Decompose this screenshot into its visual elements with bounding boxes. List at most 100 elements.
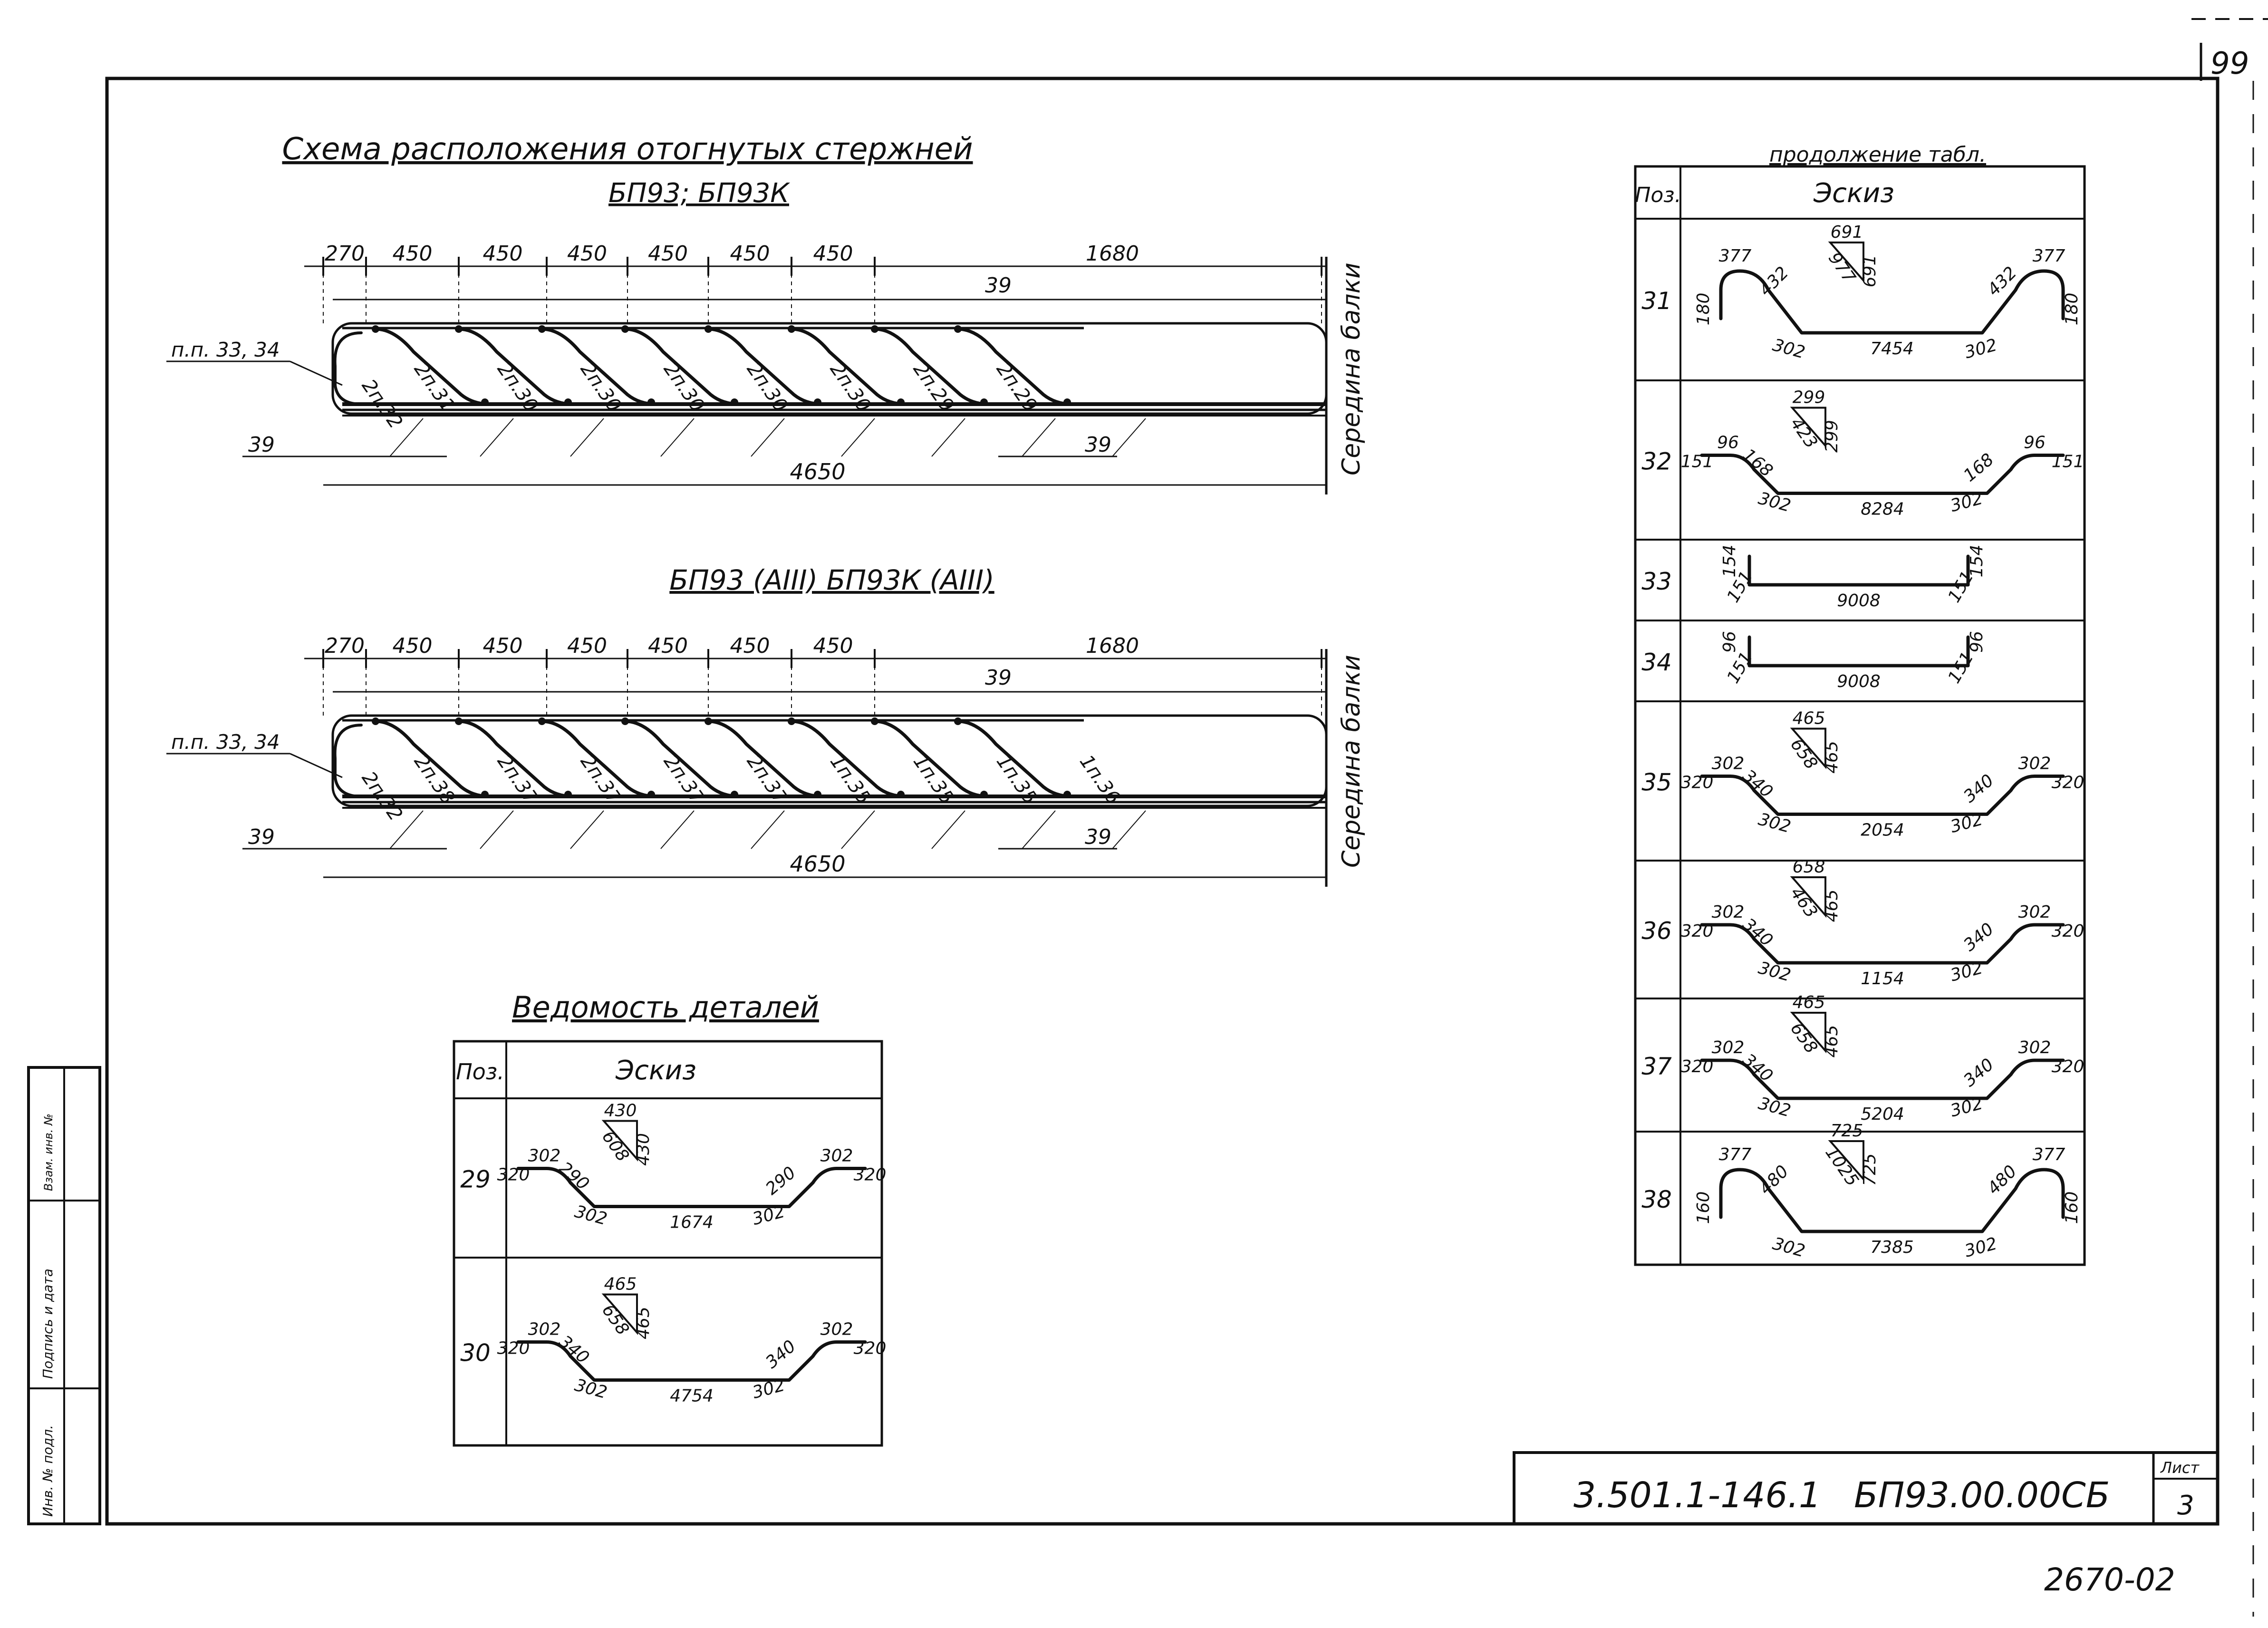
hatch-line bbox=[389, 418, 424, 457]
sketch-dimension: 465 bbox=[604, 1275, 637, 1294]
bar-dot bbox=[621, 325, 629, 333]
col-pos-header: Поз. bbox=[456, 1059, 504, 1085]
sketch-dimension: 463 bbox=[1786, 884, 1821, 922]
bend-triangle bbox=[1790, 876, 1826, 918]
bent-bar bbox=[873, 327, 991, 406]
sketch-dimension: 9008 bbox=[1837, 672, 1881, 691]
bent-bar bbox=[623, 719, 741, 798]
bar-dot bbox=[814, 791, 821, 798]
sketch-dimension: 465 bbox=[1822, 890, 1842, 922]
bar-dot bbox=[372, 325, 379, 333]
sketch-dimension: 608 bbox=[598, 1127, 633, 1165]
bar-dot bbox=[731, 398, 738, 406]
details-title: Ведомость деталей bbox=[512, 990, 819, 1025]
table-border bbox=[453, 1040, 883, 1447]
bar-dot bbox=[788, 717, 795, 725]
row-pos: 33 bbox=[1641, 568, 1672, 595]
sketch-dimension: 432 bbox=[1984, 263, 2021, 300]
side-stamp-inv: Инв. № подл. bbox=[40, 1425, 56, 1517]
bar-dot bbox=[455, 717, 463, 725]
sketch-dimension: 302 bbox=[820, 1146, 853, 1166]
hatch-line bbox=[660, 418, 695, 457]
bar-dot bbox=[954, 325, 962, 333]
rebar-sketch bbox=[1747, 635, 1970, 668]
sketch-dimension: 1025 bbox=[1821, 1143, 1862, 1190]
sketch-dimension: 340 bbox=[1739, 914, 1776, 950]
sketch-dimension: 377 bbox=[2033, 246, 2065, 266]
rebar-sketch bbox=[1700, 923, 2065, 965]
cover-bottom-right-label: 39 bbox=[1085, 825, 1111, 849]
sketch-dimension: 168 bbox=[1739, 445, 1776, 481]
spacing-label: 450 bbox=[567, 242, 607, 266]
beam1-title: БП93; БП93К bbox=[608, 178, 790, 209]
side-stamp-replace: Взам. инв. № bbox=[42, 1114, 55, 1191]
sketch-dimension: 465 bbox=[1822, 741, 1842, 774]
bar-dot bbox=[731, 791, 738, 798]
sketch-dimension: 725 bbox=[1860, 1153, 1880, 1186]
sketch-dimension: 320 bbox=[1681, 921, 1714, 941]
spacing-label: 450 bbox=[567, 634, 607, 658]
cover-top-label: 39 bbox=[985, 273, 1012, 298]
sketch-dimension: 340 bbox=[762, 1337, 800, 1373]
sketch-dimension: 480 bbox=[1984, 1162, 2021, 1199]
sketch-dimension: 151 bbox=[1944, 649, 1978, 687]
hatch-line bbox=[751, 418, 785, 457]
spacing-label: 450 bbox=[483, 634, 523, 658]
bar-dot bbox=[564, 398, 572, 406]
sketch-dimension: 320 bbox=[2052, 773, 2085, 793]
sketch-dimension: 465 bbox=[1793, 709, 1825, 728]
col-pos-header: Поз. bbox=[1635, 183, 1681, 207]
hatch-line bbox=[570, 418, 604, 457]
doc-code: 3.501.1-146.1 bbox=[1573, 1475, 1821, 1516]
sketch-dimension: 658 bbox=[1786, 1019, 1821, 1057]
beam-mid-label: Середина балки bbox=[1337, 655, 1366, 868]
sketch-dimension: 430 bbox=[604, 1101, 637, 1121]
bent-bar bbox=[623, 327, 741, 406]
bar-dot bbox=[1063, 398, 1071, 406]
sketch-dimension: 480 bbox=[1756, 1162, 1793, 1199]
bent-bar bbox=[540, 719, 658, 798]
bend-triangle bbox=[601, 1120, 638, 1162]
sketch-dimension: 377 bbox=[2033, 1145, 2065, 1164]
bend-triangle bbox=[1790, 727, 1826, 769]
sketch-dimension: 302 bbox=[1712, 1038, 1745, 1057]
sketch-dimension: 151 bbox=[1723, 649, 1756, 687]
side-stamp-sign: Подпись и дата bbox=[40, 1269, 56, 1379]
bend-triangle bbox=[601, 1293, 638, 1335]
end-stirrup bbox=[333, 331, 363, 406]
sketch-dimension: 1674 bbox=[670, 1213, 714, 1232]
hatch-line bbox=[931, 810, 965, 849]
sketch-dimension: 302 bbox=[2018, 902, 2051, 922]
sketch-dimension: 151 bbox=[1681, 452, 1714, 472]
bar-dot bbox=[705, 325, 712, 333]
spacing-label: 450 bbox=[730, 634, 770, 658]
bar-dot bbox=[481, 398, 489, 406]
sketch-dimension: 320 bbox=[1681, 1057, 1714, 1076]
rebar-sketch bbox=[1700, 775, 2065, 816]
callout-label: п.п. 33, 34 bbox=[171, 730, 280, 754]
cover-bottom-left-label: 39 bbox=[248, 825, 275, 849]
sketch-dimension: 4754 bbox=[670, 1386, 714, 1406]
bar-dot bbox=[897, 398, 905, 406]
bar-dot bbox=[871, 325, 878, 333]
sketch-dimension: 2054 bbox=[1861, 821, 1904, 840]
bent-bar bbox=[374, 719, 492, 798]
hatch-line bbox=[931, 418, 965, 457]
spacing-label: 450 bbox=[483, 242, 523, 266]
hatch-line bbox=[389, 810, 424, 849]
sketch-dimension: 180 bbox=[2062, 293, 2082, 326]
bar-dot bbox=[372, 717, 379, 725]
hatch-line bbox=[1112, 418, 1146, 457]
bar-dot bbox=[621, 717, 629, 725]
hatch-line bbox=[751, 810, 785, 849]
bar-dot bbox=[1063, 791, 1071, 798]
sketch-dimension: 154 bbox=[1967, 545, 1987, 578]
row-pos: 34 bbox=[1641, 649, 1672, 676]
sketch-dimension: 430 bbox=[634, 1133, 653, 1166]
sketch-dimension: 9008 bbox=[1837, 591, 1881, 610]
sketch-dimension: 7385 bbox=[1870, 1238, 1914, 1257]
sketch-dimension: 96 bbox=[1720, 631, 1739, 653]
sketch-dimension: 432 bbox=[1756, 263, 1793, 300]
bar-dot bbox=[897, 791, 905, 798]
